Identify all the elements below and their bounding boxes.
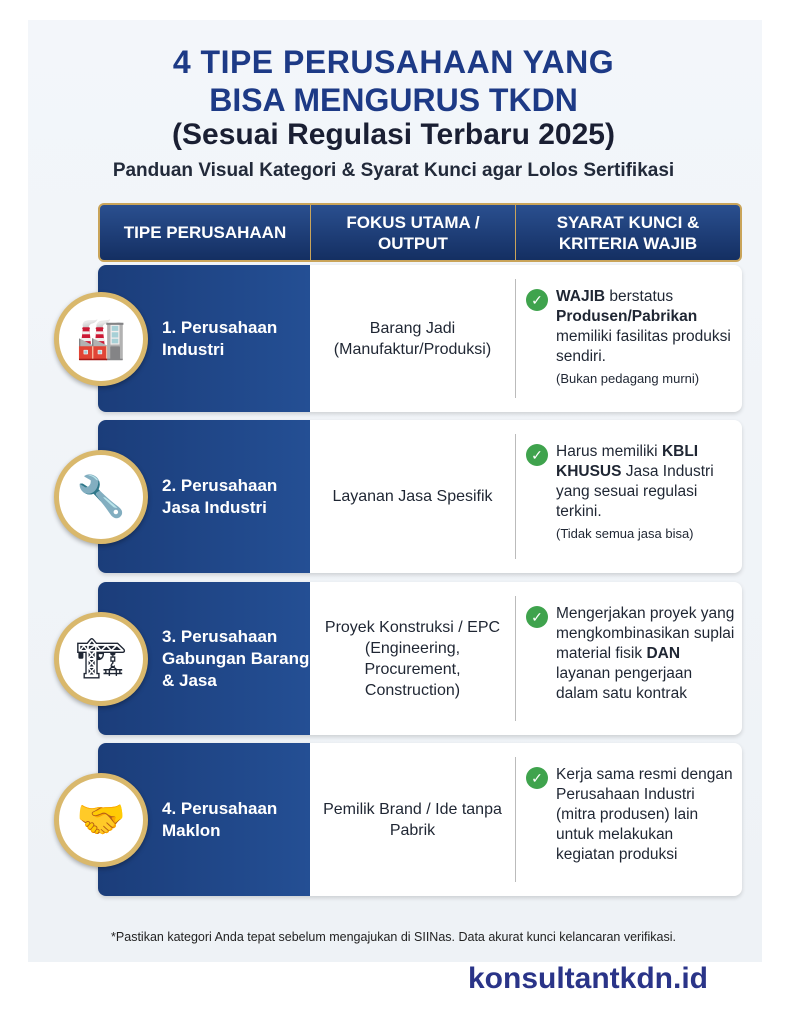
header-type: TIPE PERUSAHAAN — [100, 205, 311, 260]
focus-cell: Layanan Jasa Spesifik — [310, 420, 515, 573]
criteria-segment: (mitra produsen) — [556, 806, 670, 823]
table-row: 3. Perusahaan Gabungan Barang & Jasa 🏗 P… — [54, 582, 742, 735]
company-type: 4. Perusahaan Maklon — [162, 798, 278, 840]
criteria-segment: DAN — [646, 645, 681, 662]
criteria-segment: berstatus — [605, 288, 674, 305]
focus-cell: Pemilik Brand / Ide tanpa Pabrik — [310, 743, 515, 896]
criteria-cell: ✓ Mengerjakan proyek yang mengkombinasika… — [515, 596, 742, 721]
criteria-segment: WAJIB — [556, 288, 606, 305]
focus-text: Pemilik Brand / Ide tanpa Pabrik — [323, 800, 502, 839]
company-type: 2. Perusahaan Jasa Industri — [162, 475, 278, 517]
title-line-3: (Sesuai Regulasi Terbaru 2025) — [172, 118, 615, 151]
icon-glyph: 🔧 — [76, 475, 126, 519]
check-icon: ✓ — [526, 606, 548, 628]
table-row: 4. Perusahaan Maklon 🤝 Pemilik Brand / I… — [54, 743, 742, 896]
focus-text: Barang Jadi (Manufaktur/Produksi) — [333, 319, 492, 358]
check-icon: ✓ — [526, 767, 548, 789]
focus-cell: Barang Jadi (Manufaktur/Produksi) — [310, 265, 515, 412]
footer-note: *Pastikan kategori Anda tepat sebelum me… — [111, 930, 676, 944]
title-line-2: BISA MENGURUS TKDN — [209, 82, 578, 118]
brand-url: konsultantkdn.id — [468, 962, 708, 995]
header-criteria: SYARAT KUNCI & KRITERIA WAJIB — [556, 212, 700, 253]
criteria-segment: Mengerjakan proyek yang mengkombinasikan… — [556, 605, 735, 662]
factory-gear-icon: 🏭 — [54, 291, 148, 386]
title-line-1: 4 TIPE PERUSAHAAN YANG — [172, 44, 615, 80]
brand-box-handshake-icon: 🤝 — [54, 772, 148, 867]
table-row: 1. Perusahaan Industri 🏭 Barang Jadi (Ma… — [54, 265, 742, 412]
focus-text: Layanan Jasa Spesifik — [332, 488, 493, 505]
check-icon: ✓ — [526, 289, 548, 311]
criteria-segment: Harus memiliki — [556, 443, 662, 460]
focus-cell: Proyek Konstruksi / EPC (Engineering, Pr… — [310, 582, 515, 735]
table-row: 2. Perusahaan Jasa Industri 🔧 Layanan Ja… — [54, 420, 742, 573]
criteria-cell: ✓ WAJIB berstatus Produsen/Pabrikan memil… — [515, 279, 742, 398]
crane-blueprint-icon: 🏗 — [54, 611, 148, 706]
focus-text: Proyek Konstruksi / EPC (Engineering, Pr… — [324, 618, 501, 699]
criteria-segment: layanan pengerjaan dalam satu kontrak — [556, 665, 693, 702]
check-icon: ✓ — [526, 444, 548, 466]
criteria-segment: Produsen/Pabrikan — [556, 308, 698, 325]
criteria-segment: KBLI KHUSUS — [556, 443, 699, 480]
criteria-cell: ✓ Harus memiliki KBLI KHUSUS Jasa Industr… — [515, 434, 742, 559]
criteria-note: (Tidak semua jasa bisa) — [556, 526, 694, 541]
company-type: 3. Perusahaan Gabungan Barang & Jasa — [162, 626, 310, 690]
table-header: TIPE PERUSAHAAN FOKUS UTAMA / OUTPUT SYA… — [98, 203, 742, 262]
criteria-note: (Bukan pedagang murni) — [556, 371, 700, 386]
criteria-segment: Kerja sama resmi dengan Perusahaan Indus… — [556, 766, 733, 803]
company-type: 1. Perusahaan Industri — [162, 317, 278, 359]
wrench-gear-helmet-icon: 🔧 — [54, 449, 148, 544]
criteria-segment: lain untuk melakukan kegiatan produksi — [556, 806, 699, 863]
icon-glyph: 🏭 — [76, 317, 126, 361]
criteria-segment: Jasa Industri yang sesuai regulasi terki… — [556, 463, 714, 520]
icon-glyph: 🤝 — [76, 798, 126, 842]
subtitle: Panduan Visual Kategori & Syarat Kunci a… — [112, 160, 675, 181]
criteria-cell: ✓ Kerja sama resmi dengan Perusahaan Indu… — [515, 757, 742, 882]
criteria-segment: memiliki fasilitas produksi sendiri. — [556, 328, 731, 365]
icon-glyph: 🏗 — [75, 637, 127, 681]
header-focus: FOKUS UTAMA / OUTPUT — [311, 205, 516, 260]
